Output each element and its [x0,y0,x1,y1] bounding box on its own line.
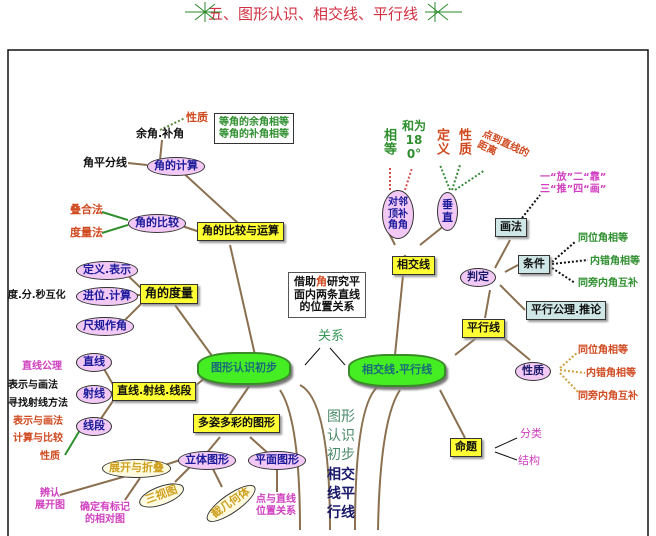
note-text: 研究平 [327,275,360,288]
title: 五、图形认识、相交线、平行线 [208,5,419,23]
adjacent-angle-node: 对邻顶补角角 [382,190,414,239]
ruler-node: 尺规作角 [76,317,134,336]
text-line: 一“放”二“靠” [540,172,607,183]
seg-draw-label: 表示与画法 [13,416,63,427]
callout-line: 等角的余角相等 [219,117,289,128]
text-line: 展开图 [35,499,65,511]
bisector-label: 角平分线 [83,156,127,169]
comp-supp-label: 余角.补角 [136,127,185,140]
prop-1: 同位角相等 [578,345,628,356]
unfold-node: 展开与折叠 [102,459,171,478]
callout-line: 等角的补角相等 [219,128,289,140]
note-highlight: 角 [316,275,327,288]
text-line: 辨认 [40,488,60,499]
parallel-node: 平行线 [462,319,505,338]
dms-label: 度.分.秒互化 [8,290,66,301]
classify-label: 分类 [520,427,542,440]
text-line: 三“推”四“画” [540,183,607,195]
prop-2: 内错角相等 [586,368,636,379]
solid-node: 立体图形 [178,451,236,470]
perpendicular-node: 垂直 [437,192,458,232]
text-line: 的相对图 [85,513,125,525]
equal-label: 相等 [380,128,396,156]
ray-node: 射线 [76,385,112,404]
lrs-node: 直线.射线.线段 [112,382,197,401]
note-text: 的位置关系 [299,300,355,314]
structure-label: 结构 [518,454,540,467]
angle-calc-node: 角的计算 [147,157,205,176]
definition-node: 定义.表示 [76,261,139,280]
property-label: 性质 [186,111,208,124]
measure-method-label: 度量法 [70,226,103,239]
cloud-lines: 相交线.平行线 [348,354,447,387]
note-box: 借助角研究平 面内两条直线的位置关系 [288,272,366,318]
overlap-label: 叠合法 [70,203,103,216]
identify-label: 辨认展开图 [35,488,65,511]
trunk-label-2: 相交线平行线 [327,467,355,521]
point-line-label: 点与直线位置关系 [256,494,296,517]
relation-label: 关系 [318,329,345,344]
note-text: 借助 [294,275,316,288]
compare-ops-node: 角的比较与运算 [197,222,284,241]
seg-calc-label: 计算与比较 [13,433,63,444]
plane-node: 平面图形 [248,451,306,470]
text-line: 确定有标记 [80,502,130,513]
ray-find-label: 寻找射线方法 [8,398,68,409]
text-line: 点与直线 [256,494,296,505]
line-node: 直线 [76,353,112,372]
note-text: 面内两条直线 [294,287,360,301]
callout-box: 等角的余角相等等角的补角相等 [214,113,294,144]
cond-2: 内错角相等 [590,256,640,267]
proposition-node: 命题 [450,438,482,457]
line-axiom-label: 直线公理 [22,361,62,372]
angle-compare-node: 角的比较 [128,214,186,233]
cond-3: 同旁内角互补 [578,278,638,289]
drawing-node: 画法 [495,218,527,237]
intersect-node: 相交线 [392,256,435,275]
cloud-basic-shapes: 图形认识初步 [197,352,291,385]
judge-node: 判定 [460,268,496,287]
ray-draw-label: 表示与画法 [8,380,58,391]
marked-label: 确定有标记的相对图 [80,502,130,525]
cond-1: 同位角相等 [578,233,628,244]
shapes-node: 多姿多彩的图形 [193,414,280,433]
seg-prop-label: 性质 [40,451,60,462]
sum180-label: 和为180° [401,119,426,161]
axiom-node: 平行公理.推论 [526,301,607,320]
prop-3: 同旁内角互补 [578,391,638,402]
condition-node: 条件 [518,255,550,274]
carry-node: 进位.计算 [76,287,139,306]
segment-node: 线段 [76,417,112,436]
drawing-rule: 一“放”二“靠”三“推”四“画” [540,172,606,195]
property-node: 性质 [515,362,551,381]
text-line: 位置关系 [256,505,296,517]
trunk-label-1: 图形认识初步 [327,409,355,463]
angle-measure-node: 角的度量 [140,284,199,304]
prop-label: 性质 [455,128,471,156]
def-label: 定义 [433,128,449,156]
